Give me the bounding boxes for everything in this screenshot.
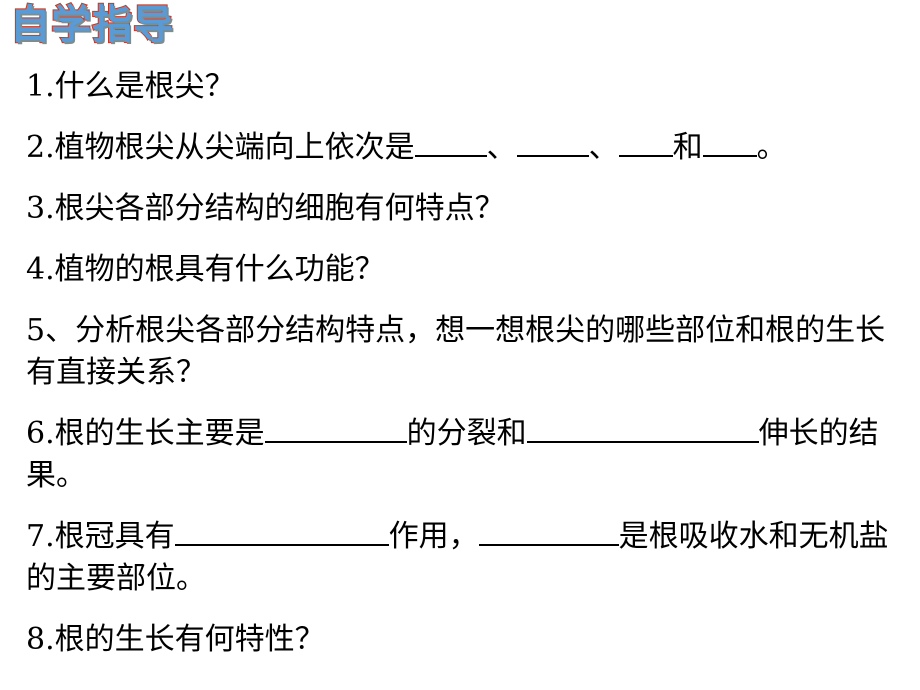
answer-blank-6a[interactable] <box>264 415 407 443</box>
question-6-text-2: 的分裂和 <box>406 416 527 451</box>
answer-blank-7a[interactable] <box>174 518 389 546</box>
question-3: 3.根尖各部分结构的细胞有何特点？ <box>26 191 505 226</box>
answer-blank-2c[interactable] <box>618 129 673 157</box>
conjunction: 和 <box>672 130 703 165</box>
question-7-text: 7.根冠具有 <box>26 519 175 554</box>
question-6-text-3: 伸长的结果。 <box>26 416 879 493</box>
answer-blank-2b[interactable] <box>516 129 589 157</box>
page-title: 自学指导 <box>9 1 174 49</box>
question-2-text: 2.植物根尖从尖端向上依次是 <box>26 130 415 165</box>
question-6: 6.根的生长主要是 的分裂和伸长的结果。 <box>26 413 911 497</box>
question-list: 1.什么是根尖？ 2.植物根尖从尖端向上依次是 、 、 和 。 3.根尖各部分结构的细胞… <box>26 66 911 680</box>
question-2: 2.植物根尖从尖端向上依次是 、 、 和 。 <box>26 127 911 169</box>
question-7: 7.根冠具有 作用，是根吸收水和无机盐的主要部位。 <box>26 516 911 600</box>
separator: 、 <box>486 130 517 165</box>
question-5: 5、分析根尖各部分结构特点，想一想根尖的哪些部位和根的生长有直接关系？ <box>26 313 886 390</box>
question-8: 8.根的生长有何特性？ <box>26 622 325 657</box>
question-6-text: 6.根的生长主要是 <box>26 416 265 451</box>
answer-blank-6b[interactable] <box>526 415 759 443</box>
question-1: 1.什么是根尖？ <box>26 69 235 104</box>
answer-blank-2a[interactable] <box>414 129 487 157</box>
answer-blank-7b[interactable] <box>478 518 619 546</box>
separator: 、 <box>588 130 619 165</box>
answer-blank-2d[interactable] <box>702 129 757 157</box>
question-7-text-3: 是根吸收水和无机盐的主要部位。 <box>26 519 889 596</box>
period: 。 <box>756 130 787 165</box>
question-4: 4.植物的根具有什么功能？ <box>26 252 385 287</box>
question-7-text-2: 作用， <box>388 519 479 554</box>
